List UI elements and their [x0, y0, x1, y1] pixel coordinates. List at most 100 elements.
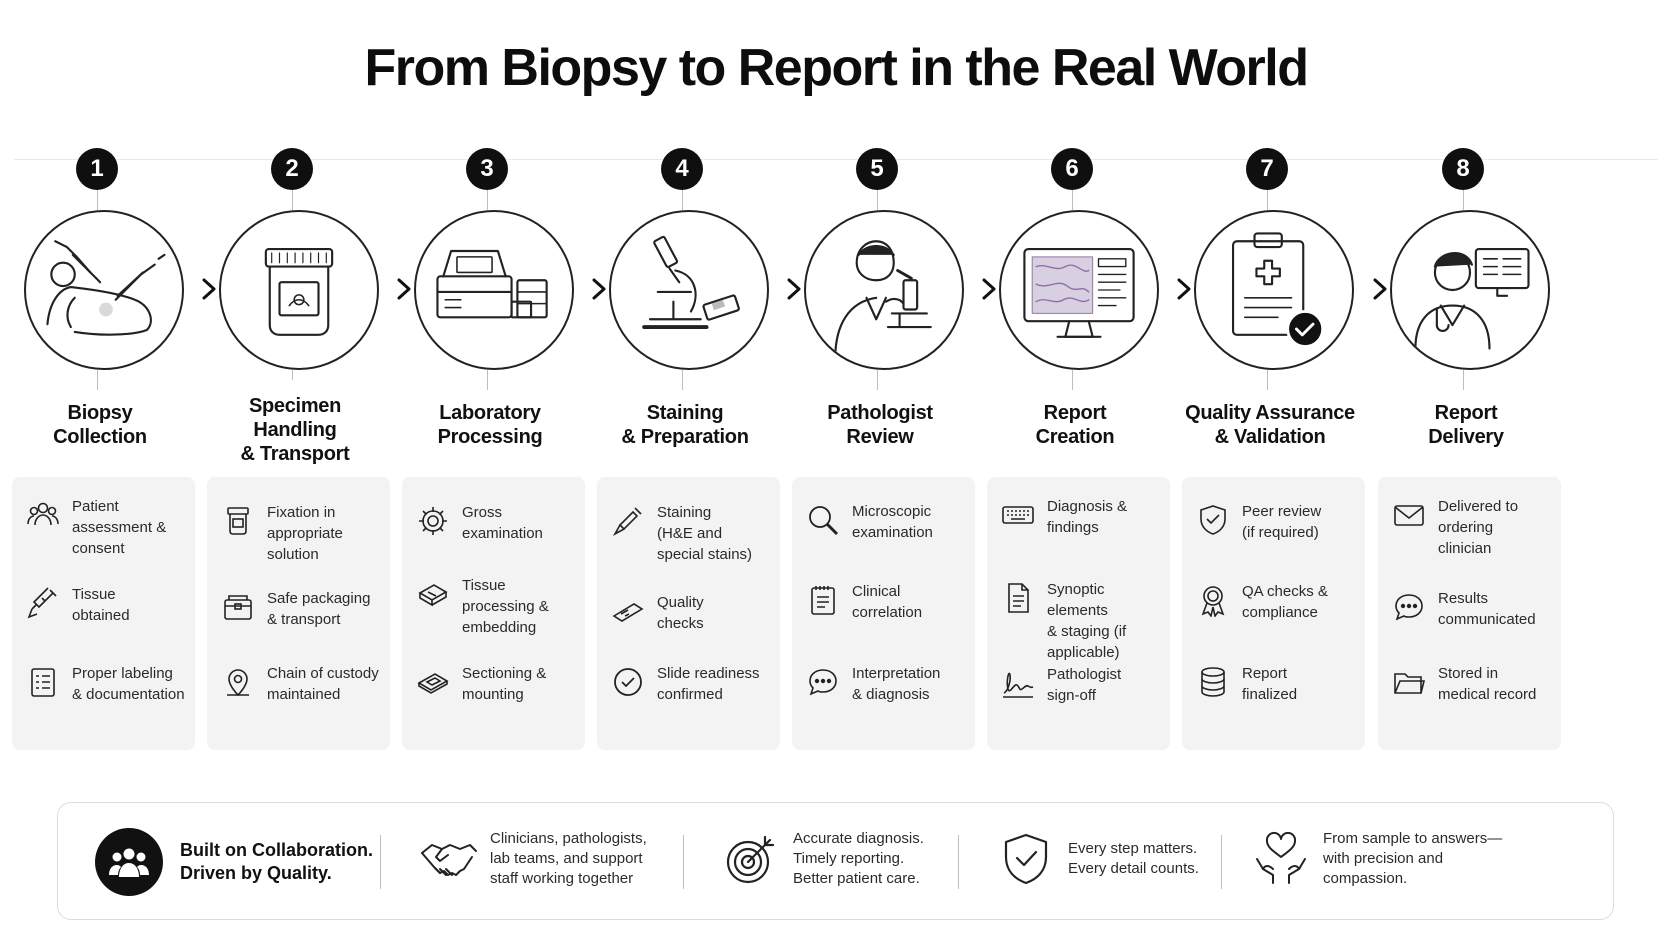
database-icon	[1196, 665, 1230, 699]
connector-line	[1463, 190, 1464, 210]
connector-line	[487, 190, 488, 210]
chevron-right-icon	[198, 274, 220, 304]
target-icon	[721, 829, 781, 889]
chat-bubble-icon	[806, 665, 840, 699]
handshake-icon	[418, 829, 478, 889]
connector-line	[682, 370, 683, 390]
list-item: Interpretation& diagnosis	[806, 663, 971, 705]
connector-line	[1072, 370, 1073, 390]
specimen-jar-icon	[221, 504, 255, 538]
connector-line	[877, 370, 878, 390]
check-circle-icon	[611, 665, 645, 699]
step-number-badge: 6	[1051, 148, 1093, 190]
chevron-right-icon	[588, 274, 610, 304]
signature-icon	[1001, 666, 1035, 700]
list-item: Diagnosis &findings	[1001, 496, 1166, 538]
divider	[683, 835, 684, 889]
collaboration-banner: Built on Collaboration.Driven by Quality…	[57, 802, 1614, 920]
microscope-illustration	[609, 210, 769, 370]
list-item: Safe packaging& transport	[221, 588, 386, 630]
step-card: Diagnosis &findings Synoptic elements& s…	[987, 477, 1170, 750]
divider	[1221, 835, 1222, 889]
banner-item: Accurate diagnosis.Timely reporting.Bett…	[721, 829, 924, 889]
section-slide-icon	[416, 665, 450, 699]
page-title: From Biopsy to Report in the Real World	[364, 39, 1309, 97]
shield-check-icon	[996, 829, 1056, 889]
clipboard-illustration	[1194, 210, 1354, 370]
folder-icon	[1392, 665, 1426, 699]
connector-line	[487, 370, 488, 390]
specimen-jar-illustration	[219, 210, 379, 370]
chevron-right-icon	[1173, 274, 1195, 304]
step-title: Staining& Preparation	[621, 402, 749, 448]
people-icon	[26, 498, 60, 532]
document-icon	[1001, 581, 1035, 615]
step-number-badge: 8	[1442, 148, 1484, 190]
checklist-icon	[26, 665, 60, 699]
step-number-badge: 2	[271, 148, 313, 190]
pathologist-illustration	[804, 210, 964, 370]
step-staining-preparation: 4 Staining& Preparation	[585, 0, 785, 760]
chevron-right-icon	[1369, 274, 1391, 304]
connector-line	[292, 370, 293, 380]
step-card: Peer review(if required) QA checks &comp…	[1182, 477, 1365, 750]
step-number-badge: 1	[76, 148, 118, 190]
shield-check-icon	[1196, 503, 1230, 537]
heart-hands-icon	[1251, 829, 1311, 889]
connector-line	[1463, 370, 1464, 390]
connector-line	[1072, 190, 1073, 210]
divider	[958, 835, 959, 889]
chevron-right-icon	[978, 274, 1000, 304]
step-title: Quality Assurance& Validation	[1185, 402, 1355, 448]
biopsy-illustration	[24, 210, 184, 370]
step-quality-assurance: 7 Quality Assurance& Validation Peer rev…	[1170, 0, 1370, 760]
syringe-icon	[26, 586, 60, 620]
banner-item: From sample to answers—with precision an…	[1251, 829, 1502, 889]
list-item: Peer review(if required)	[1196, 501, 1361, 543]
divider	[380, 835, 381, 889]
lab-processor-illustration	[414, 210, 574, 370]
package-box-icon	[221, 590, 255, 624]
connector-line	[1267, 190, 1268, 210]
step-number-badge: 7	[1246, 148, 1288, 190]
envelope-icon	[1392, 498, 1426, 532]
connector-line	[292, 190, 293, 210]
dropper-icon	[611, 504, 645, 538]
team-icon	[95, 828, 163, 896]
timeline-line	[14, 159, 1658, 160]
chevron-right-icon	[393, 274, 415, 304]
speech-bubble-icon	[1392, 590, 1426, 624]
connector-line	[97, 190, 98, 210]
gear-icon	[416, 504, 450, 538]
notepad-icon	[806, 583, 840, 617]
